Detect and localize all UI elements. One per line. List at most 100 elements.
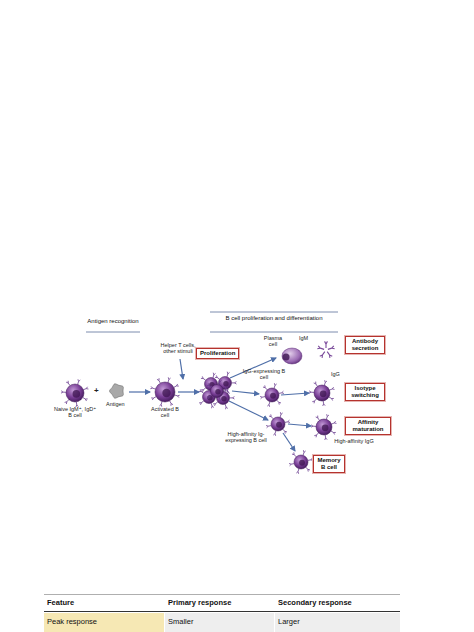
receptor [274, 383, 277, 388]
table-cell-ground [275, 613, 400, 632]
cell-label: Naive IgM⁺, IgD⁺ B cell [52, 406, 98, 419]
receptor [280, 412, 283, 417]
receptor [266, 425, 271, 427]
receptor [174, 384, 179, 387]
antigen-blob [110, 384, 124, 398]
header-rule [210, 312, 338, 313]
receptor [215, 375, 220, 379]
table-header: Feature [47, 599, 74, 608]
cell-nucleus [299, 460, 305, 466]
receptor [170, 401, 173, 406]
receptor [296, 469, 299, 474]
receptor [331, 431, 336, 435]
igm-antibody [317, 341, 334, 357]
process-box: Affinity maturation [345, 417, 391, 435]
cell-nucleus [283, 354, 290, 361]
process-box: Memory B cell [313, 455, 345, 473]
receptor [329, 387, 334, 390]
box-label: Memory B cell [317, 457, 341, 471]
proliferating-b-cell [213, 387, 235, 410]
process-box: Antibody secretion [345, 336, 385, 354]
receptor [306, 467, 310, 471]
receptor [66, 381, 70, 386]
table-rule [44, 594, 400, 595]
cell-body [316, 419, 332, 435]
arrow [229, 401, 268, 420]
plasma-cell [282, 348, 302, 364]
receptor [229, 397, 234, 399]
receptor [61, 391, 66, 393]
cell-label: IgG-expressing B cell [240, 368, 288, 381]
receptor [83, 398, 88, 402]
table [44, 595, 400, 632]
cell-nucleus [207, 395, 212, 400]
receptor [157, 378, 160, 383]
cell-nucleus [221, 396, 226, 401]
receptor [267, 402, 270, 407]
cell-body [211, 385, 224, 398]
arrow [281, 393, 309, 395]
cell-body [282, 348, 302, 364]
cell-label: Activated B cell [147, 406, 183, 419]
receptor [311, 425, 316, 427]
header-rule [86, 332, 140, 333]
plus-sign: + [94, 386, 99, 395]
cell-body [294, 455, 308, 469]
cell-nucleus [223, 381, 228, 386]
high-affinity-igg-b-cell [311, 414, 337, 440]
receptor [65, 400, 69, 404]
table-cell-ground [165, 613, 274, 632]
receptor [219, 380, 222, 385]
receptor [175, 395, 180, 398]
section-heading: Antigen recognition [84, 318, 142, 325]
naive-b-cell [61, 379, 88, 407]
receptor [231, 382, 236, 384]
high-affinity-b-cell [266, 412, 290, 436]
receptor [314, 382, 318, 387]
igg-expressing-b-cell [260, 383, 284, 407]
antibody-label: IgM [299, 335, 308, 341]
table-cell: Peak response [47, 618, 97, 627]
receptor [219, 397, 222, 402]
memory-b-cell [289, 450, 313, 474]
cell-nucleus [270, 393, 276, 399]
table-cell: Larger [278, 618, 300, 627]
table-header: Primary response [168, 599, 231, 608]
receptor [225, 404, 228, 409]
receptor [325, 435, 327, 440]
antibody-arm [328, 346, 335, 349]
box-label: Proliferation [200, 350, 235, 357]
receptor [78, 379, 81, 384]
antibody-arm [317, 346, 324, 349]
table-rule [44, 611, 400, 612]
antibody-arm [327, 352, 332, 358]
receptor [273, 431, 276, 436]
cell-nucleus [73, 390, 81, 398]
box-label: Isotype switching [349, 385, 381, 399]
receptor [323, 401, 325, 406]
arrow [288, 424, 311, 426]
antibody-label: IgG [331, 371, 340, 377]
cell-label: High-affinity Ig-expressing B cell [222, 431, 270, 444]
receptor [285, 420, 290, 422]
receptor [326, 414, 329, 419]
receptor [223, 390, 228, 392]
receptor [151, 397, 156, 400]
stimulus-label: Helper T cells, other stimuli [154, 342, 202, 355]
receptor [292, 452, 296, 456]
receptor [316, 416, 320, 421]
arrow [232, 391, 259, 394]
cell-nucleus [162, 389, 170, 397]
receptor [263, 385, 267, 389]
cell-body [314, 385, 330, 401]
receptor [207, 383, 212, 387]
receptor [309, 391, 314, 393]
receptor [324, 380, 327, 385]
cell-nucleus [320, 390, 327, 397]
table-header: Secondary response [278, 599, 352, 608]
receptor [168, 377, 171, 382]
cell-nucleus [215, 389, 220, 394]
receptor [213, 402, 218, 406]
